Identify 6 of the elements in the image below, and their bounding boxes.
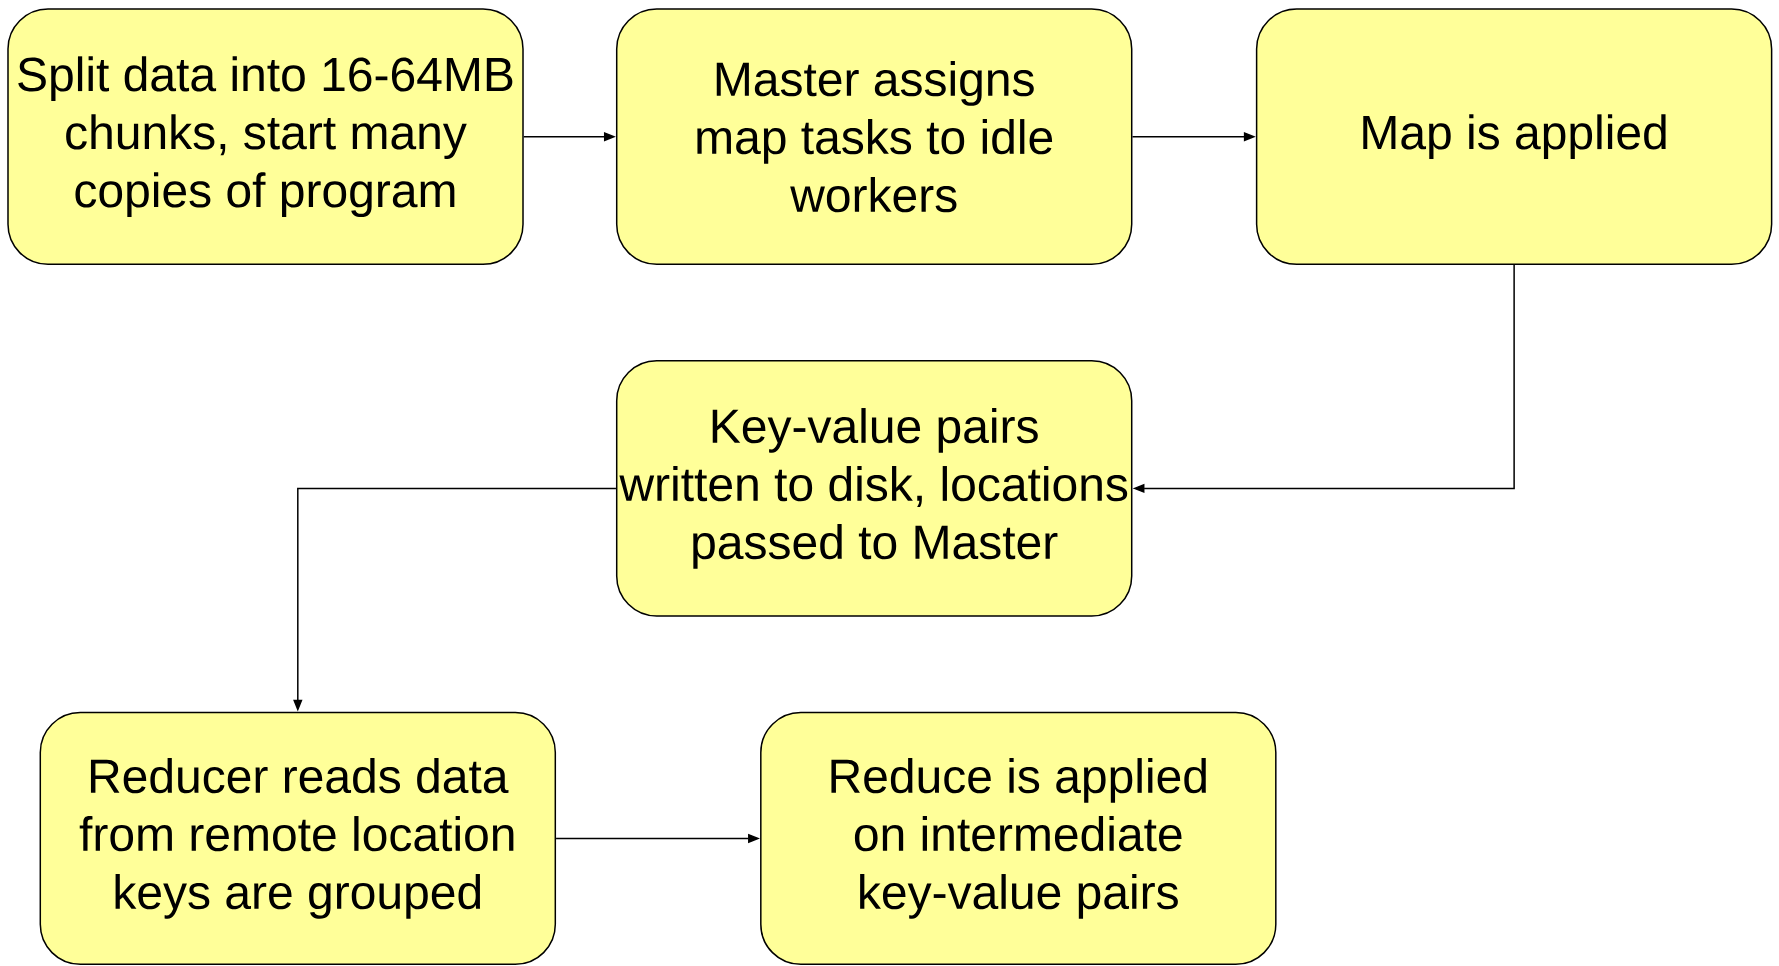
process-box: Key-value pairs written to disk, locations passed to Master bbox=[615, 360, 1133, 617]
process-box: Reduce is applied on intermediate key-value pairs bbox=[760, 711, 1277, 966]
process-box: Map is applied bbox=[1255, 8, 1773, 266]
process-box: Reducer reads data from remote location keys are grouped bbox=[39, 711, 557, 966]
process-box: Master assigns map tasks to idle workers bbox=[615, 8, 1133, 266]
process-box: Split data into 16-64MB chunks, start many copies of program bbox=[7, 8, 524, 266]
